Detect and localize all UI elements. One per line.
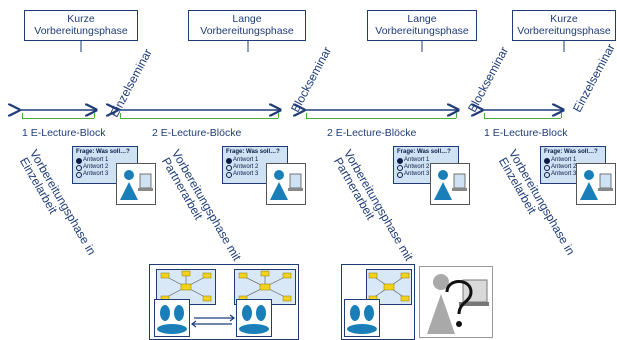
person-at-laptop-icon [270, 170, 303, 200]
block-label-1: 1 E-Lecture-Block [22, 127, 106, 139]
quiz-question: Frage: Was soll…? [544, 149, 598, 155]
phase-box-short-1: Kurze Vorbereitungsphase [24, 10, 138, 41]
mind-map-left [156, 269, 216, 305]
quiz-answer: Antwort 2 [397, 164, 455, 171]
bracket-3 [306, 118, 456, 119]
phase-box-line: Vorbereitungsphase [200, 25, 294, 37]
bracket-3-right [456, 113, 457, 118]
quiz-question: Frage: Was soll…? [397, 149, 451, 155]
partner-pair-icon [236, 299, 272, 337]
quiz-answer: Antwort 2 [544, 164, 602, 171]
person-at-laptop-card-2 [266, 163, 306, 205]
bracket-4-right [561, 113, 562, 118]
partner-pair-icon [154, 299, 190, 337]
phase-box-line: Vorbereitungsphase [517, 25, 611, 37]
phase-box-line: Vorbereitungsphase [34, 25, 128, 37]
mind-map-icon [368, 272, 410, 302]
person-at-laptop-icon [434, 170, 467, 200]
person-at-laptop-card-4 [576, 163, 616, 205]
quiz-answer: Antwort 1 [76, 157, 134, 164]
partner-pair-icon [344, 299, 380, 337]
quiz-answer: Antwort 3 [226, 171, 284, 178]
phase-box-line: Vorbereitungsphase [375, 25, 469, 37]
person-at-laptop-card-1 [116, 163, 156, 205]
bracket-4-left [484, 113, 485, 118]
bracket-3-left [306, 113, 307, 118]
bracket-2-right [278, 113, 279, 118]
partner-work-panel [149, 264, 299, 340]
quiz-answer: Antwort 1 [397, 157, 455, 164]
quiz-answer: Antwort 1 [544, 157, 602, 164]
person-at-laptop-icon [120, 170, 153, 200]
block-label-2: 2 E-Lecture-Blöcke [152, 127, 242, 139]
quiz-question: Frage: Was soll…? [226, 149, 280, 155]
quiz-answer: Antwort 2 [226, 164, 284, 171]
phase-box-line: Lange [407, 13, 437, 25]
quiz-question: Frage: Was soll…? [76, 149, 130, 155]
phase-box-line: Kurze [67, 13, 95, 25]
person-at-laptop-card-3 [430, 163, 470, 205]
bracket-2 [120, 118, 278, 119]
exchange-arrows-icon [191, 314, 235, 328]
bracket-2-left [120, 113, 121, 118]
bracket-4 [484, 118, 561, 119]
mind-map-icon [238, 270, 292, 302]
phase-box-long-1: Lange Vorbereitungsphase [188, 10, 306, 41]
quiz-answer: Antwort 2 [76, 164, 134, 171]
quiz-answer: Antwort 3 [544, 171, 602, 178]
bracket-1-right [94, 113, 95, 118]
quiz-answer: Antwort 3 [76, 171, 134, 178]
phase-box-line: Lange [232, 13, 262, 25]
phase-box-short-2: Kurze Vorbereitungsphase [512, 10, 616, 41]
quiz-answer: Antwort 3 [397, 171, 455, 178]
block-label-4: 1 E-Lecture-Block [484, 127, 568, 139]
person-at-laptop-icon [580, 170, 613, 200]
mind-map-icon [160, 270, 212, 302]
phase-box-long-2: Lange Vorbereitungsphase [367, 10, 477, 41]
phase-box-line: Kurze [550, 13, 578, 25]
bracket-1-left [22, 113, 23, 118]
quiz-card-1: Frage: Was soll…? Antwort 1 Antwort 2 An… [72, 146, 138, 184]
partner-work-panel-2 [341, 264, 415, 340]
quiz-answer: Antwort 1 [226, 157, 284, 164]
block-label-3: 2 E-Lecture-Blöcke [327, 127, 417, 139]
question-mark-person-icon [419, 266, 493, 338]
bracket-1 [22, 118, 94, 119]
